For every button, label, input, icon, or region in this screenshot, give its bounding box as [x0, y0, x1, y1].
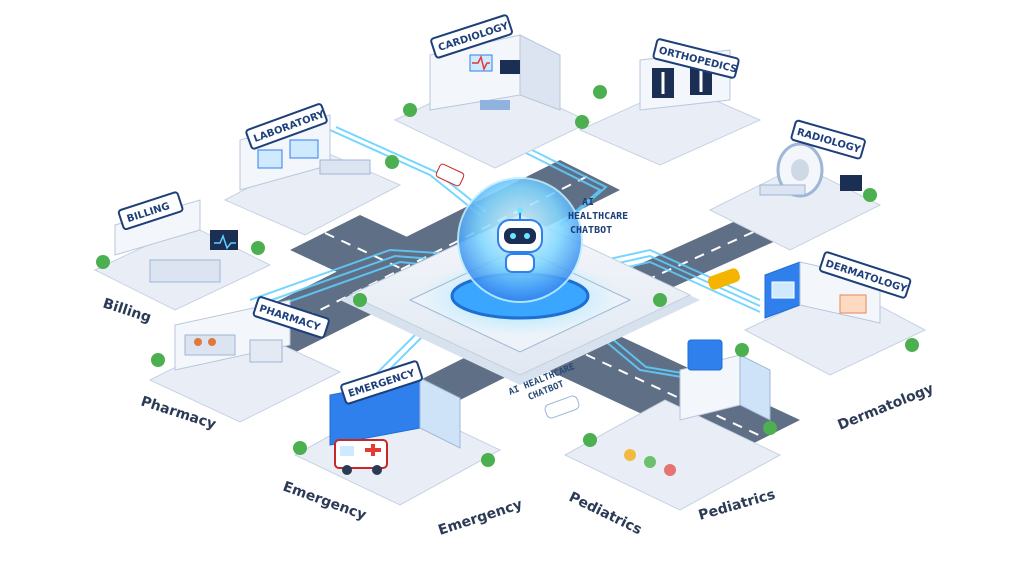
laboratory-department: LABORATORY — [223, 103, 402, 236]
trees — [96, 85, 919, 467]
emergency-ground-label-left: Emergency — [281, 479, 369, 524]
emergency-ground-label-right: Emergency — [436, 497, 524, 539]
pediatrics-ground-label-left: Pediatrics — [566, 489, 644, 538]
ambulance-icon — [334, 439, 388, 475]
small-ambulance-icon — [435, 163, 465, 187]
cardiology-department: CARDIOLOGY — [393, 14, 592, 169]
emergency-department: EMERGENCY Emergency Emergency — [281, 360, 524, 539]
pharmacy-department: PHARMACY Pharmacy — [139, 296, 342, 433]
hub-label-line3: CHATBOT — [570, 225, 612, 236]
dermatology-ground-label: Dermatology — [836, 381, 937, 434]
billing-department: BILLING Billing — [93, 191, 272, 327]
hub-label-line1: AI — [582, 197, 594, 208]
hub-label-line2: HEALTHCARE — [568, 211, 628, 222]
white-car-icon — [544, 395, 580, 419]
billing-ground-label: Billing — [101, 296, 153, 327]
orthopedics-department: ORTHOPEDICS — [578, 38, 762, 166]
medical-cross-sign — [687, 339, 723, 371]
dermatology-department: DERMATOLOGY Dermatology — [743, 251, 937, 434]
radiology-department: RADIOLOGY — [708, 119, 882, 251]
central-hub: AI HEALTHCARE CHATBOT AI HEALTHCARE CHAT… — [340, 177, 700, 403]
taxi-car-icon — [707, 268, 741, 290]
robot-icon — [497, 207, 543, 273]
